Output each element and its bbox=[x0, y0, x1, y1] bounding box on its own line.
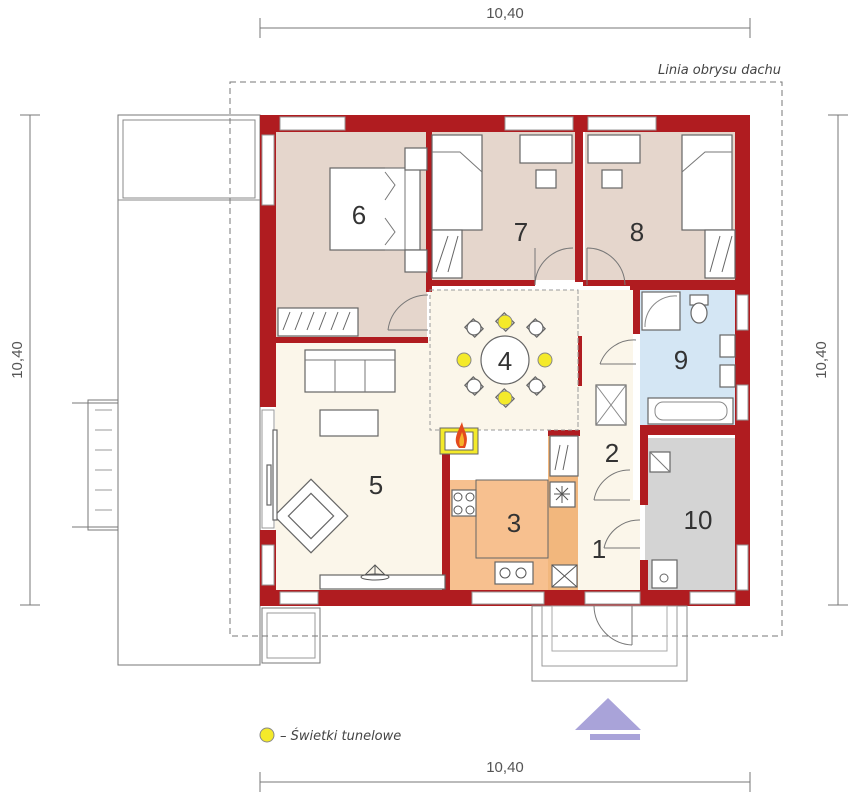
room-label-9: 9 bbox=[674, 345, 688, 375]
skylight-marker bbox=[456, 352, 472, 368]
skylight-marker bbox=[497, 314, 513, 330]
room-label-1: 1 bbox=[592, 534, 606, 564]
bathroom-fixtures bbox=[641, 291, 736, 425]
fireplace bbox=[439, 422, 479, 455]
dimension-right-label: 10,40 bbox=[813, 341, 830, 379]
skylights bbox=[456, 314, 553, 406]
dimension-bottom-label: 10,40 bbox=[486, 759, 524, 776]
room-1-floor bbox=[585, 500, 640, 590]
bedroom-6-furniture bbox=[277, 147, 429, 337]
legend: – Świetki tunelowe bbox=[259, 727, 401, 744]
kitchen-furniture bbox=[451, 435, 579, 588]
dimension-top: 10,40 bbox=[259, 5, 751, 38]
entrance-porch bbox=[531, 605, 688, 682]
room-label-6: 6 bbox=[352, 200, 366, 230]
bedroom-8-furniture bbox=[586, 134, 736, 286]
skylight-marker bbox=[497, 390, 513, 406]
room-label-8: 8 bbox=[630, 217, 644, 247]
legend-text: – Świetki tunelowe bbox=[280, 728, 401, 744]
dimension-left: 10,40 bbox=[9, 114, 40, 606]
windows bbox=[261, 116, 749, 605]
dimension-bottom: 10,40 bbox=[259, 759, 751, 792]
utility-fixtures bbox=[649, 451, 678, 589]
room-label-2: 2 bbox=[605, 438, 619, 468]
room-label-10: 10 bbox=[684, 505, 713, 535]
living-room-furniture bbox=[266, 349, 446, 590]
entrance-arrow-icon bbox=[575, 698, 641, 740]
room-label-5: 5 bbox=[369, 470, 383, 500]
room-label-7: 7 bbox=[514, 217, 528, 247]
legend-skylight-icon bbox=[259, 727, 275, 743]
roof-outline bbox=[229, 81, 783, 637]
room-labels: 1 2 3 4 5 6 7 8 9 10 bbox=[352, 200, 713, 564]
skylight-marker bbox=[537, 352, 553, 368]
dimension-left-label: 10,40 bbox=[9, 341, 26, 379]
dimension-right: 10,40 bbox=[813, 114, 848, 606]
dimension-top-label: 10,40 bbox=[486, 5, 524, 22]
hall-fixtures bbox=[577, 290, 641, 549]
bedroom-7-furniture bbox=[431, 134, 574, 286]
room-label-3: 3 bbox=[507, 508, 521, 538]
room-label-4: 4 bbox=[498, 346, 512, 376]
roof-outline-label: Linia obrysu dachu bbox=[658, 63, 781, 78]
